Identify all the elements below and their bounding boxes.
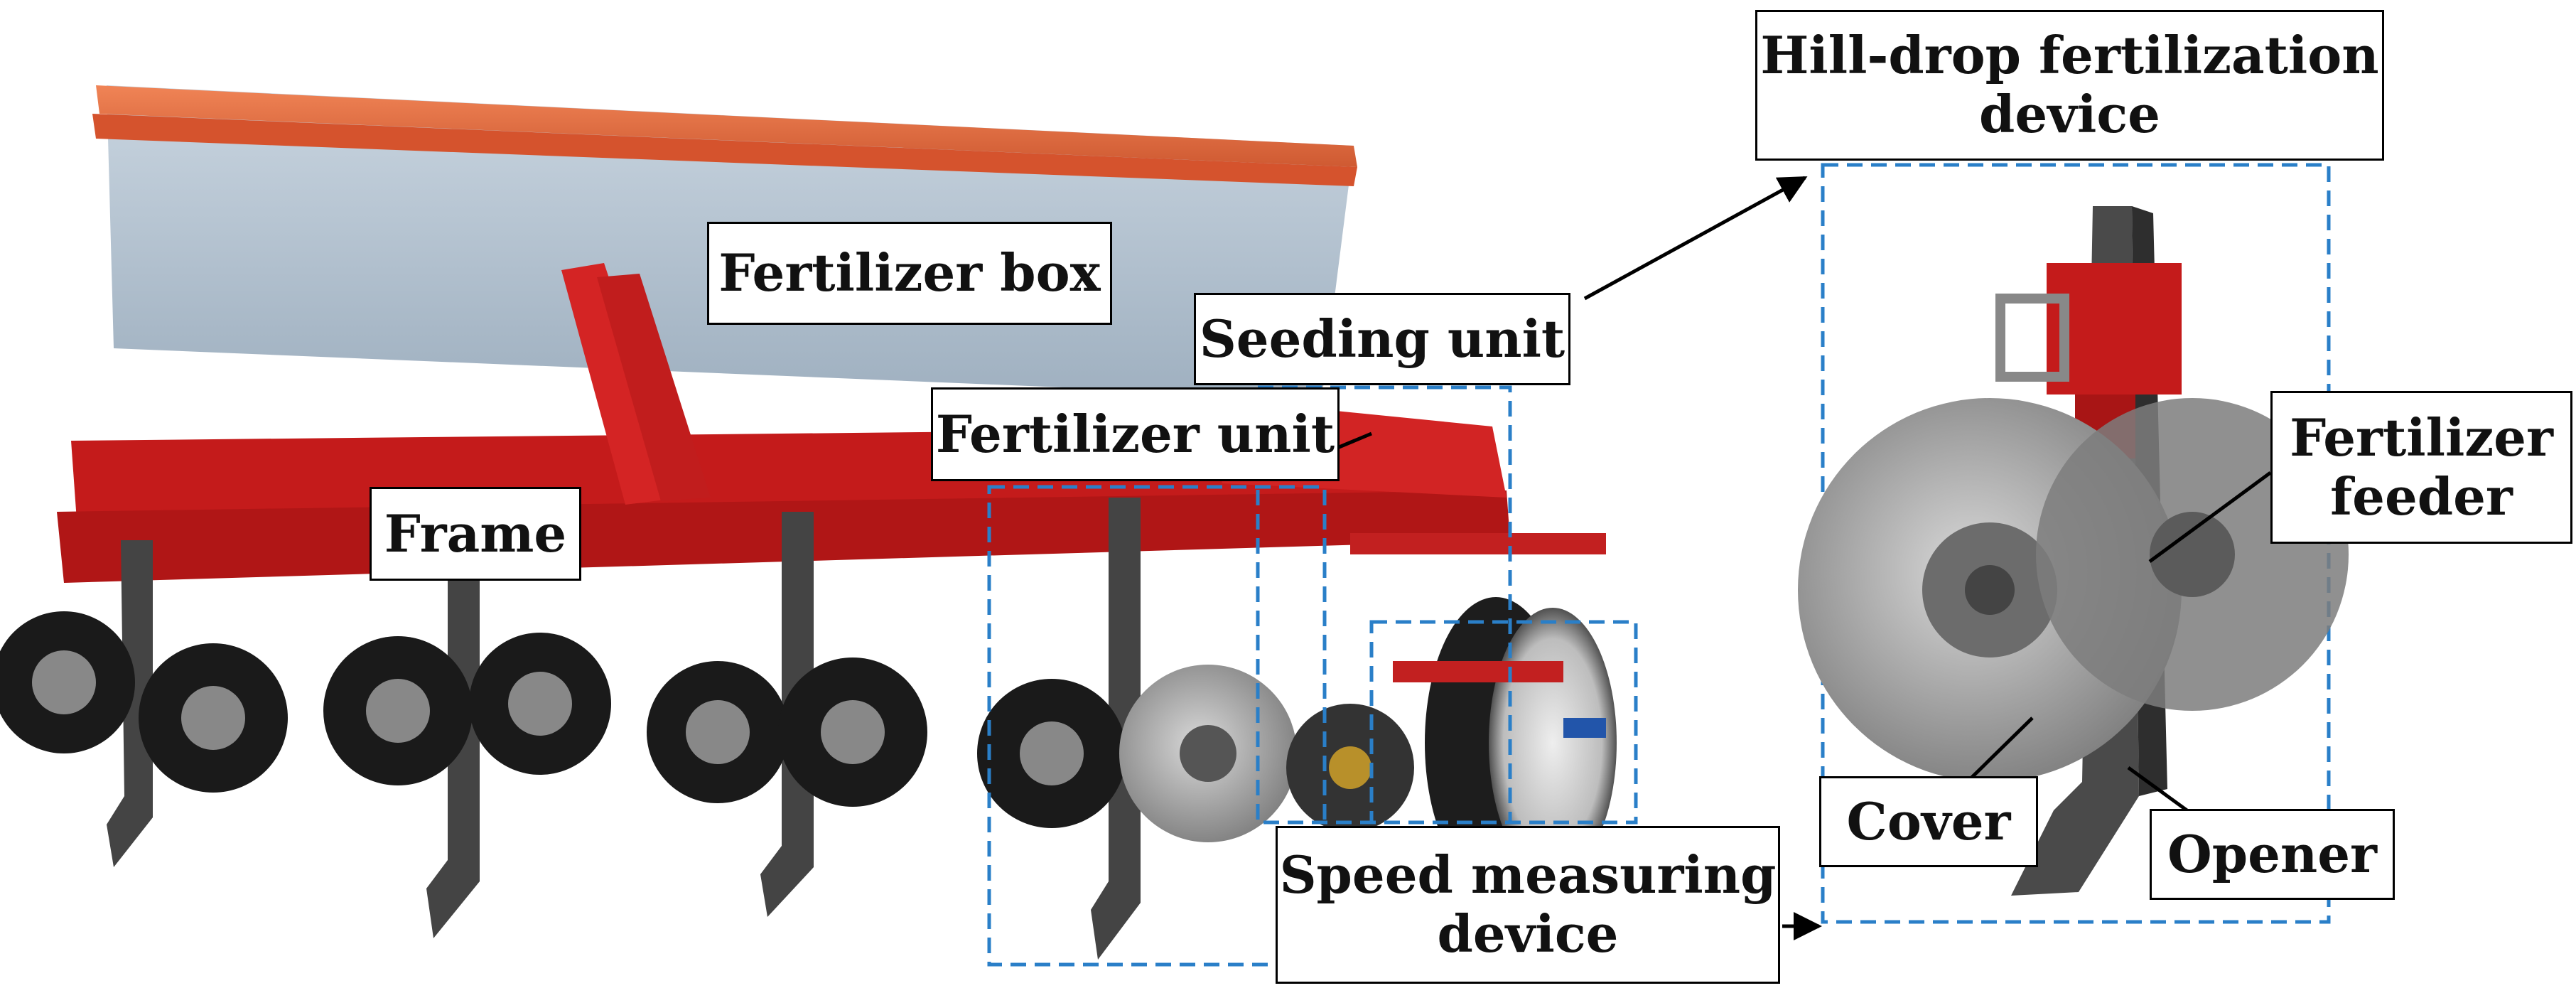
fertilizer-unit-box xyxy=(987,485,1327,967)
seeding-unit-label-text: Seeding unit xyxy=(1199,308,1565,369)
fertilizer-box-label: Fertilizer box xyxy=(707,222,1112,325)
fertilizer-feeder-line-2: feeder xyxy=(2330,466,2513,527)
opener-label: Opener xyxy=(2150,809,2395,900)
frame-label: Frame xyxy=(370,487,581,581)
speed-measuring-device-label: Speed measuring device xyxy=(1276,826,1780,984)
speed-measuring-device-line-1: Speed measuring xyxy=(1279,844,1777,906)
seeding-unit-box xyxy=(1256,385,1512,825)
machine-discs xyxy=(1119,665,1414,842)
fertilizer-unit-label-text: Fertilizer unit xyxy=(935,403,1335,464)
cover-label: Cover xyxy=(1819,776,2038,867)
speed-measuring-box xyxy=(1369,620,1638,825)
opener-label-text: Opener xyxy=(2167,823,2377,884)
hill-drop-device-line-2: device xyxy=(1979,84,2160,144)
speed-wheel-graphic xyxy=(1393,597,1617,889)
fertilizer-box-label-text: Fertilizer box xyxy=(718,242,1101,304)
fertilizer-feeder-label: Fertilizer feeder xyxy=(2270,391,2572,544)
hill-drop-device-line-1: Hill-drop fertilization xyxy=(1760,25,2379,86)
cover-label-text: Cover xyxy=(1846,790,2011,852)
frame-label-text: Frame xyxy=(384,503,567,564)
seeding-unit-label: Seeding unit xyxy=(1194,293,1570,385)
hill-drop-device-label: Hill-drop fertilization device xyxy=(1755,10,2384,161)
seeding-wheels xyxy=(0,611,1126,828)
machine-callout-boxes xyxy=(987,385,1638,967)
fertilizer-unit-label: Fertilizer unit xyxy=(931,387,1340,481)
speed-measuring-device-line-2: device xyxy=(1437,903,1619,964)
fertilizer-feeder-line-1: Fertilizer xyxy=(2290,407,2553,468)
